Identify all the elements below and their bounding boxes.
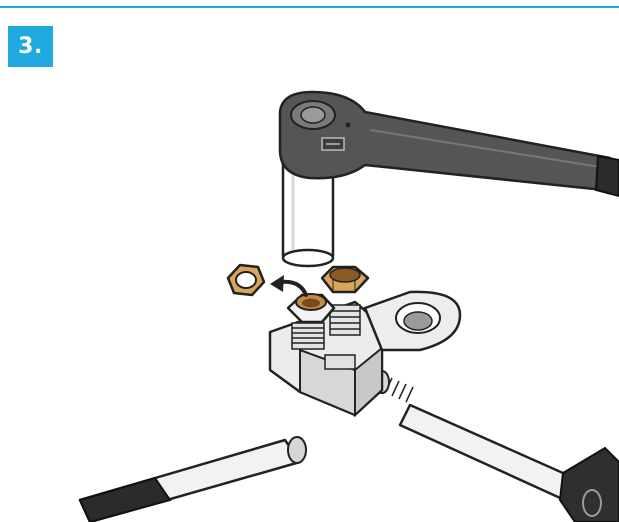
threaded-studs: [291, 304, 361, 350]
mounting-tab: [363, 290, 462, 352]
ratchet-wrench: [278, 90, 619, 198]
loose-jam-nut: [226, 263, 266, 297]
right-handle: [374, 370, 619, 522]
curved-arrow-left-icon: [270, 275, 308, 297]
brass-hex-nut: [320, 265, 370, 294]
top-rule: [0, 6, 619, 8]
left-handle: [78, 436, 307, 522]
silver-hex-nut: [286, 293, 336, 324]
assembly-illustration: [78, 90, 619, 522]
step-number-badge: 3.: [8, 26, 53, 67]
